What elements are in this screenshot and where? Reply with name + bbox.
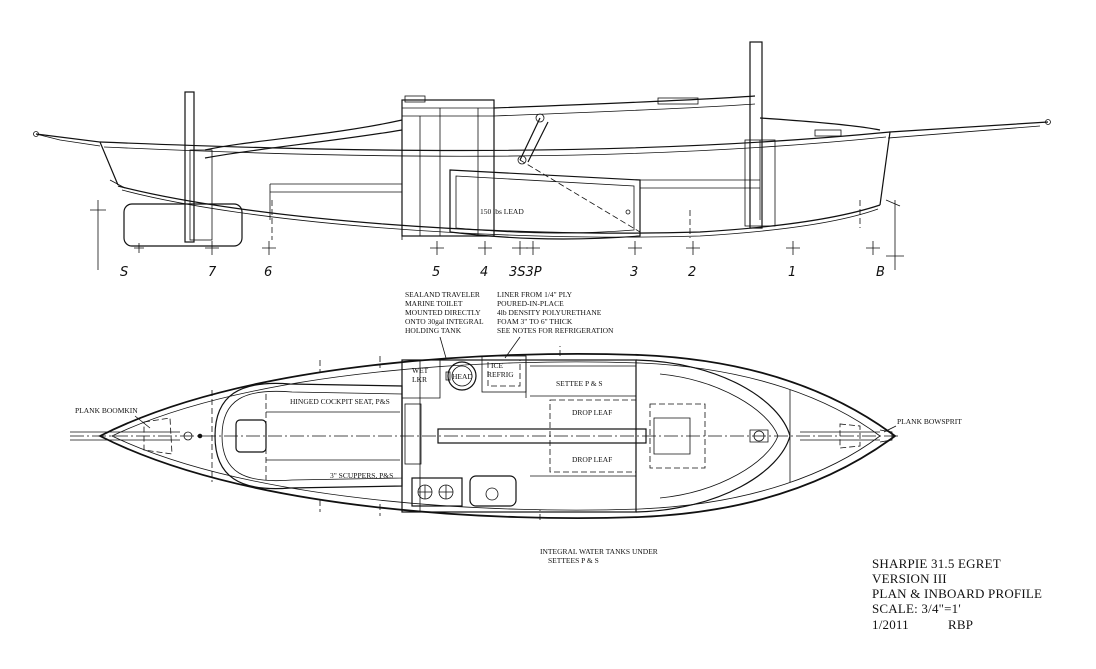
cockpit-seat-label: HINGED COCKPIT SEAT, P&S — [290, 397, 390, 406]
station-marks — [90, 200, 904, 270]
title-line: PLAN & INBOARD PROFILE — [872, 586, 1042, 601]
scuppers-label: 3" SCUPPERS, P&S — [330, 471, 393, 480]
plank-bowsprit-label: PLANK BOWSPRIT — [897, 417, 962, 426]
station-label: S — [120, 265, 128, 280]
station-label: B — [876, 265, 885, 280]
settee-label: SETTEE P & S — [556, 379, 603, 388]
note-line: LINER FROM 1/4" PLY — [497, 290, 573, 299]
note-line: MOUNTED DIRECTLY — [405, 308, 481, 317]
note-line: SEE NOTES FOR REFRIGERATION — [497, 326, 614, 335]
ice-refrig-label: ICE — [491, 361, 504, 370]
station-label: 3S3P — [509, 265, 542, 280]
station-label: 1 — [788, 265, 796, 280]
water-tanks-label: SETTEES P & S — [548, 556, 599, 565]
title-line: VERSION III — [872, 571, 947, 586]
plan-view — [70, 346, 900, 520]
note-line: 4lb DENSITY POLYURETHANE — [497, 308, 602, 317]
note-line: HOLDING TANK — [405, 326, 462, 335]
drop-leaf-label: DROP LEAF — [572, 408, 612, 417]
station-label: 3 — [630, 265, 638, 280]
wet-locker-label: WET — [412, 366, 429, 375]
title-initials: RBP — [948, 617, 973, 632]
station-label: 5 — [432, 265, 440, 280]
note-line: SEALAND TRAVELER — [405, 290, 480, 299]
note-line: FOAM 3" TO 6" THICK — [497, 317, 573, 326]
inboard-profile — [33, 41, 1051, 247]
station-label: 2 — [688, 265, 696, 280]
station-label: 7 — [208, 265, 217, 280]
note-line: MARINE TOILET — [405, 299, 463, 308]
title-line: SCALE: 3/4"=1' — [872, 601, 961, 616]
station-labels: S 7 6 5 4 3S3P 3 2 1 B — [120, 265, 885, 280]
notes-right: LINER FROM 1/4" PLY POURED-IN-PLACE 4lb … — [497, 290, 614, 335]
title-line: SHARPIE 31.5 EGRET — [872, 556, 1001, 571]
drop-leaf-label: DROP LEAF — [572, 455, 612, 464]
head-label: HEAD — [452, 372, 473, 381]
station-label: 4 — [480, 265, 488, 280]
lead-label: 150 lbs LEAD — [480, 207, 524, 216]
station-label: 6 — [264, 265, 272, 280]
water-tanks-label: INTEGRAL WATER TANKS UNDER — [540, 547, 658, 556]
note-line: POURED-IN-PLACE — [497, 299, 564, 308]
title-block: SHARPIE 31.5 EGRET VERSION III PLAN & IN… — [872, 556, 1042, 632]
plank-boomkin-label: PLANK BOOMKIN — [75, 406, 138, 415]
notes-left: SEALAND TRAVELER MARINE TOILET MOUNTED D… — [405, 290, 484, 335]
note-line: ONTO 30gal INTEGRAL — [405, 317, 484, 326]
ice-refrig-label: REFRIG — [487, 370, 514, 379]
wet-locker-label: LKR — [412, 375, 427, 384]
title-date: 1/2011 — [872, 617, 909, 632]
